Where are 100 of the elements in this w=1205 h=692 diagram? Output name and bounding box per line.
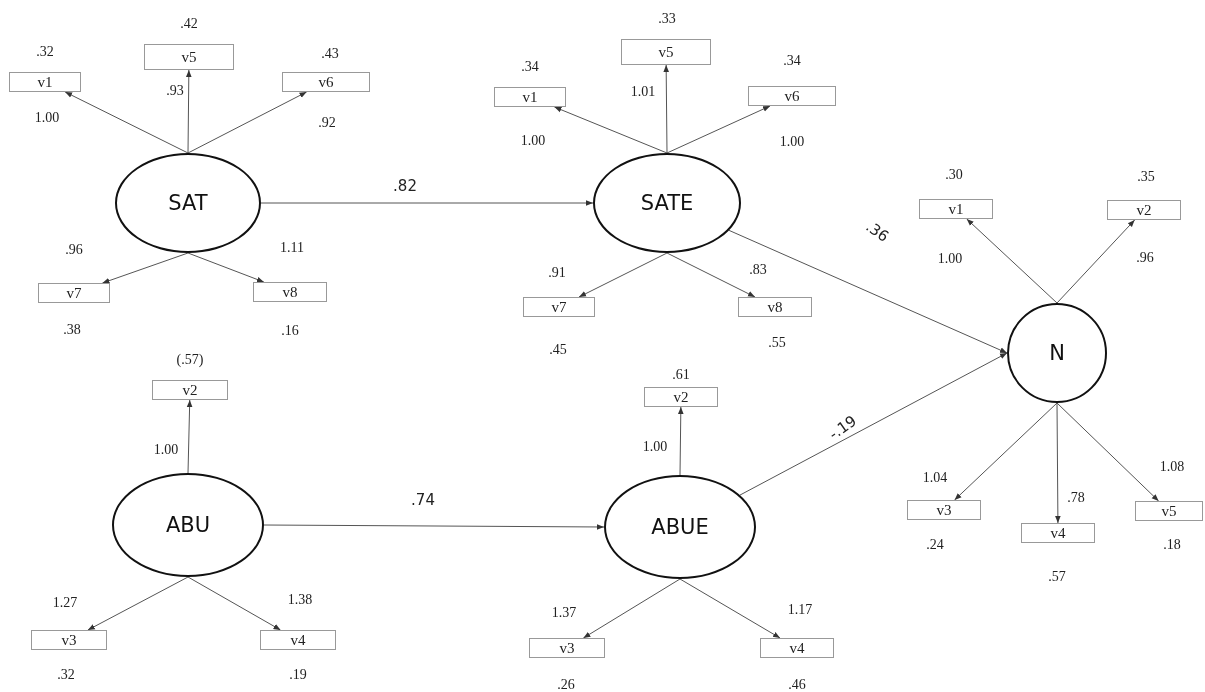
path-arrow (186, 69, 192, 154)
node-label: v5 (658, 44, 674, 60)
node-label: v7 (66, 285, 82, 301)
indicator-box (738, 297, 812, 317)
error-variance: .30 (945, 168, 963, 182)
edge-label: .83 (749, 263, 767, 277)
path-arrow (578, 252, 668, 298)
indicator-box (748, 86, 836, 106)
node-label: v1 (37, 74, 53, 90)
path-arrow (582, 578, 681, 639)
error-variance: .42 (180, 17, 198, 31)
path-arrow (1056, 402, 1160, 502)
indicator-box (1135, 501, 1203, 521)
node-label: v2 (1136, 202, 1152, 218)
node-label: v1 (522, 89, 538, 105)
error-variance: .18 (1163, 538, 1181, 552)
node-label: ABU (165, 513, 211, 537)
path-arrow (1056, 219, 1136, 304)
node-label: ABUE (651, 515, 709, 539)
edge-label: .96 (65, 243, 83, 257)
error-variance: .43 (321, 47, 339, 61)
node-label: N (1049, 341, 1065, 365)
node-label: v4 (1050, 525, 1066, 541)
path-arrow (186, 399, 193, 474)
indicator-box (494, 87, 566, 107)
edge-label: .74 (411, 492, 435, 508)
path-arrow (666, 252, 756, 298)
edge-label: 1.00 (520, 134, 546, 148)
edge-label: 1.04 (922, 471, 948, 485)
edge-label: -.19 (826, 413, 860, 443)
edge-label: 1.17 (787, 603, 813, 617)
node-label: v6 (784, 88, 800, 104)
indicator-box (38, 283, 110, 303)
node-label: SATE (640, 191, 694, 215)
error-variance: .55 (768, 336, 786, 350)
indicator-box (144, 44, 234, 70)
node-label: v3 (559, 640, 575, 656)
edge-label: 1.38 (287, 593, 313, 607)
indicator-box (523, 297, 595, 317)
indicator-box (529, 638, 605, 658)
path-arrow (260, 200, 594, 206)
error-variance: .19 (289, 668, 307, 682)
error-variance: .45 (549, 343, 567, 357)
indicator-box (282, 72, 370, 92)
path-arrow (739, 352, 1008, 496)
node-label: v2 (182, 382, 198, 398)
path-arrow (663, 64, 669, 154)
path-arrow (553, 106, 668, 154)
indicator-box (1107, 200, 1181, 220)
indicator-box (9, 72, 81, 92)
node-label: v6 (318, 74, 334, 90)
edge-label: 1.00 (937, 252, 963, 266)
edge-label: 1.37 (551, 606, 577, 620)
error-variance: .24 (926, 538, 944, 552)
path-arrow (87, 576, 189, 631)
edge-label: 1.01 (630, 85, 656, 99)
edge-label: 1.11 (280, 241, 304, 255)
edge-label: .78 (1067, 491, 1085, 505)
path-arrow (187, 252, 265, 283)
path-arrow (966, 218, 1058, 304)
edge-label: 1.08 (1159, 460, 1185, 474)
node-label: v8 (282, 284, 298, 300)
error-variance: .32 (36, 45, 54, 59)
indicator-box (31, 630, 107, 650)
edge-label: .36 (862, 219, 892, 245)
indicator-box (152, 380, 228, 400)
indicator-box (919, 199, 993, 219)
edge-label: .93 (166, 84, 184, 98)
error-variance: .33 (658, 12, 676, 26)
indicator-box (253, 282, 327, 302)
edge-label: .91 (548, 266, 566, 280)
error-variance: .38 (63, 323, 81, 337)
node-label: v2 (673, 389, 689, 405)
node-label: v5 (181, 49, 197, 65)
node-label: v8 (767, 299, 783, 315)
error-variance: .35 (1137, 170, 1155, 184)
indicator-box (1021, 523, 1095, 543)
node-label: v4 (290, 632, 306, 648)
edge-label: .82 (393, 178, 417, 194)
indicator-box (907, 500, 981, 520)
error-variance: .34 (521, 60, 539, 74)
path-arrow (102, 252, 189, 284)
edge-label: .92 (318, 116, 336, 130)
node-label: v3 (936, 502, 952, 518)
node-label: v7 (551, 299, 567, 315)
indicator-box (621, 39, 711, 65)
path-arrow (666, 105, 771, 154)
edge-label: 1.00 (34, 111, 60, 125)
indicator-box (260, 630, 336, 650)
path-arrow (64, 91, 189, 154)
edge-label: 1.00 (642, 440, 668, 454)
node-label: v4 (789, 640, 805, 656)
node-label: v5 (1161, 503, 1177, 519)
error-variance: .46 (788, 678, 806, 692)
edge-label: 1.00 (153, 443, 179, 457)
edge-label: .96 (1136, 251, 1154, 265)
edge-label: 1.00 (779, 135, 805, 149)
error-variance: .16 (281, 324, 299, 338)
path-arrow (678, 406, 684, 476)
error-variance: .57 (1048, 570, 1066, 584)
